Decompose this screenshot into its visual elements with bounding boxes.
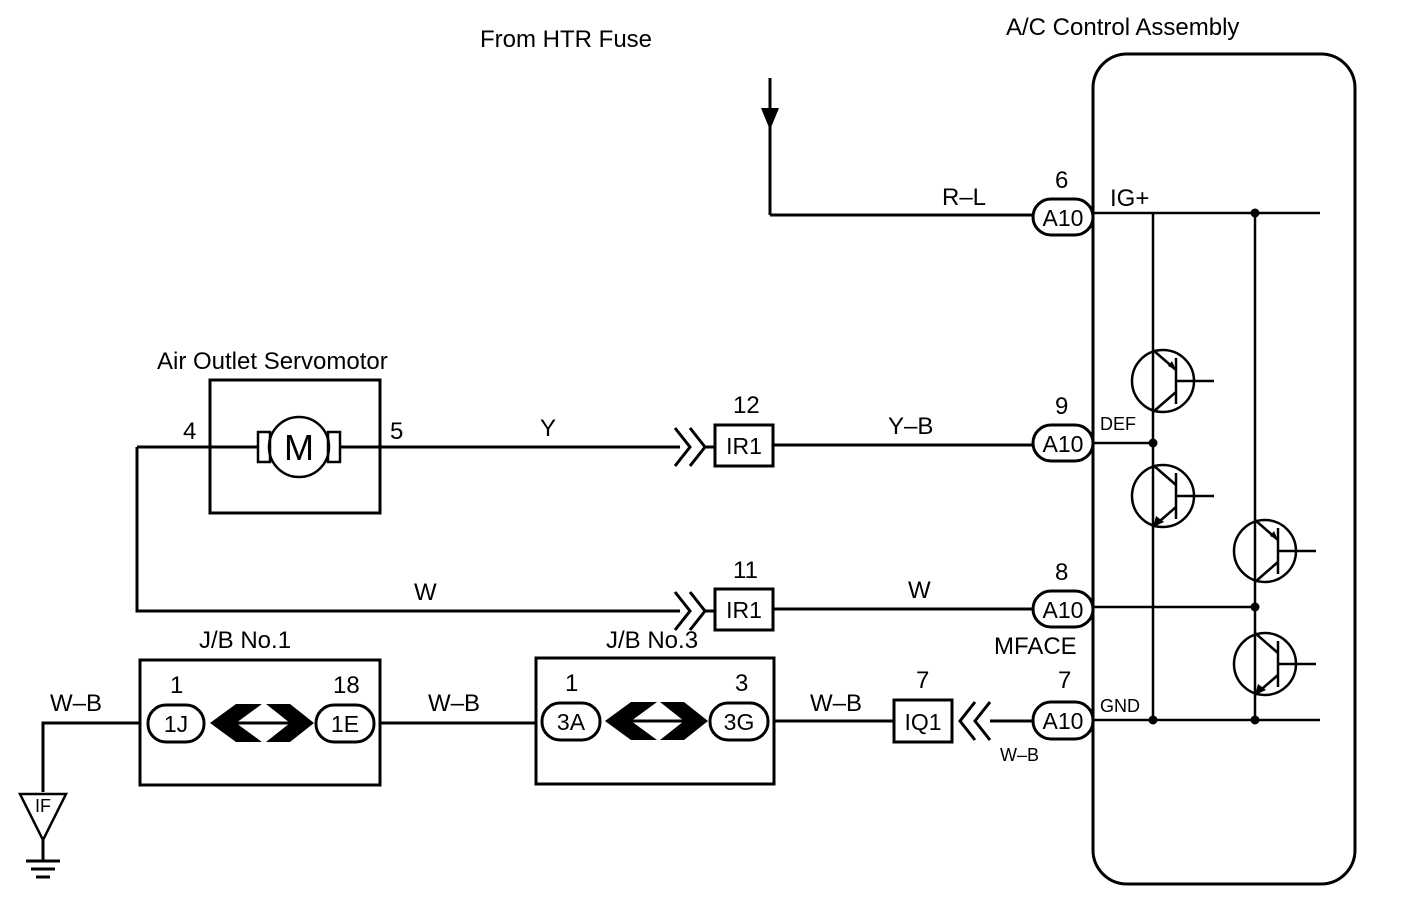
a10-connector-gnd bbox=[1031, 700, 1095, 741]
transistor-2 bbox=[1130, 463, 1214, 529]
jb3-pin-1: 1 bbox=[565, 670, 578, 697]
servomotor-pin-5: 5 bbox=[390, 418, 403, 445]
wire-label-r-l: R–L bbox=[942, 184, 986, 211]
a10-connector-ig bbox=[1031, 197, 1095, 237]
plug-chevrons-bottom bbox=[958, 701, 992, 741]
wire-label-w-left: W bbox=[414, 579, 437, 606]
terminal-ig-plus: IG+ bbox=[1110, 185, 1149, 212]
jb3-internal-link bbox=[605, 702, 708, 740]
from-htr-fuse-label: From HTR Fuse bbox=[480, 26, 652, 53]
iq1-pin-7: 7 bbox=[916, 667, 929, 694]
wire-label-wb-iq1: W–B bbox=[810, 690, 862, 717]
jb1-connector-1e bbox=[314, 703, 376, 744]
jb1-pin-1: 1 bbox=[170, 672, 183, 699]
ir1-connector-top bbox=[713, 423, 775, 468]
iq1-connector bbox=[892, 698, 954, 744]
a10-pin-8: 8 bbox=[1055, 559, 1068, 586]
jb3-label: J/B No.3 bbox=[606, 627, 698, 654]
wire-label-w-right: W bbox=[908, 577, 931, 604]
wire-w-loop bbox=[135, 447, 680, 613]
wire-label-wb-ground: W–B bbox=[50, 690, 102, 717]
terminal-mface: MFACE bbox=[994, 633, 1077, 660]
jb1-internal-link bbox=[210, 704, 314, 742]
jb1-code-1j: 1J bbox=[164, 711, 188, 737]
wire-label-y-b: Y–B bbox=[888, 413, 933, 440]
ir1-code-top: IR1 bbox=[726, 433, 762, 459]
transistor-1 bbox=[1130, 348, 1214, 414]
motor-symbol: M bbox=[284, 427, 314, 468]
terminal-gnd: GND bbox=[1100, 696, 1140, 716]
jb3-connector-3a bbox=[540, 701, 602, 742]
wire-label-wb-jb: W–B bbox=[428, 690, 480, 717]
transistor-3 bbox=[1232, 518, 1316, 584]
ir1-pin-11: 11 bbox=[733, 557, 758, 584]
wire-label-y: Y bbox=[540, 415, 556, 442]
htr-fuse-feed bbox=[761, 78, 1033, 217]
a10-code-ig: A10 bbox=[1043, 205, 1084, 231]
a10-connector-mface bbox=[1031, 589, 1095, 629]
jb3-code-3a: 3A bbox=[557, 709, 586, 735]
jb1-code-1e: 1E bbox=[331, 711, 359, 737]
iq1-code: IQ1 bbox=[904, 709, 941, 735]
a10-connector-def bbox=[1031, 423, 1095, 463]
jb3-connector-3g bbox=[708, 701, 770, 742]
a10-code-gnd: A10 bbox=[1043, 708, 1084, 734]
a10-code-def: A10 bbox=[1043, 431, 1084, 457]
ir1-pin-12: 12 bbox=[733, 392, 760, 419]
jb3-pin-3: 3 bbox=[735, 670, 748, 697]
jb3-code-3g: 3G bbox=[724, 709, 755, 735]
jb1-label: J/B No.1 bbox=[199, 627, 291, 654]
transistor-4 bbox=[1232, 631, 1316, 697]
a10-code-mface: A10 bbox=[1043, 597, 1084, 623]
a10-pin-7: 7 bbox=[1058, 667, 1071, 694]
ac-control-assembly-title: A/C Control Assembly bbox=[1006, 14, 1239, 41]
wire-label-wb-a10: W–B bbox=[1000, 745, 1039, 765]
servomotor-label: Air Outlet Servomotor bbox=[157, 348, 388, 375]
a10-pin-6: 6 bbox=[1055, 167, 1068, 194]
wire-ground-feed bbox=[41, 721, 140, 792]
ground-point-icon bbox=[17, 792, 69, 843]
down-arrow-icon bbox=[761, 108, 779, 130]
servomotor-pin-4: 4 bbox=[183, 418, 196, 445]
ground-point-label: IF bbox=[35, 796, 51, 816]
jb1-connector-1j bbox=[146, 703, 206, 744]
ir1-code-bottom: IR1 bbox=[726, 597, 762, 623]
terminal-def: DEF bbox=[1100, 414, 1136, 434]
ground-icon bbox=[26, 840, 60, 879]
ac-control-assembly-box bbox=[1091, 52, 1357, 886]
a10-pin-9: 9 bbox=[1055, 393, 1068, 420]
jb1-pin-18: 18 bbox=[333, 672, 360, 699]
